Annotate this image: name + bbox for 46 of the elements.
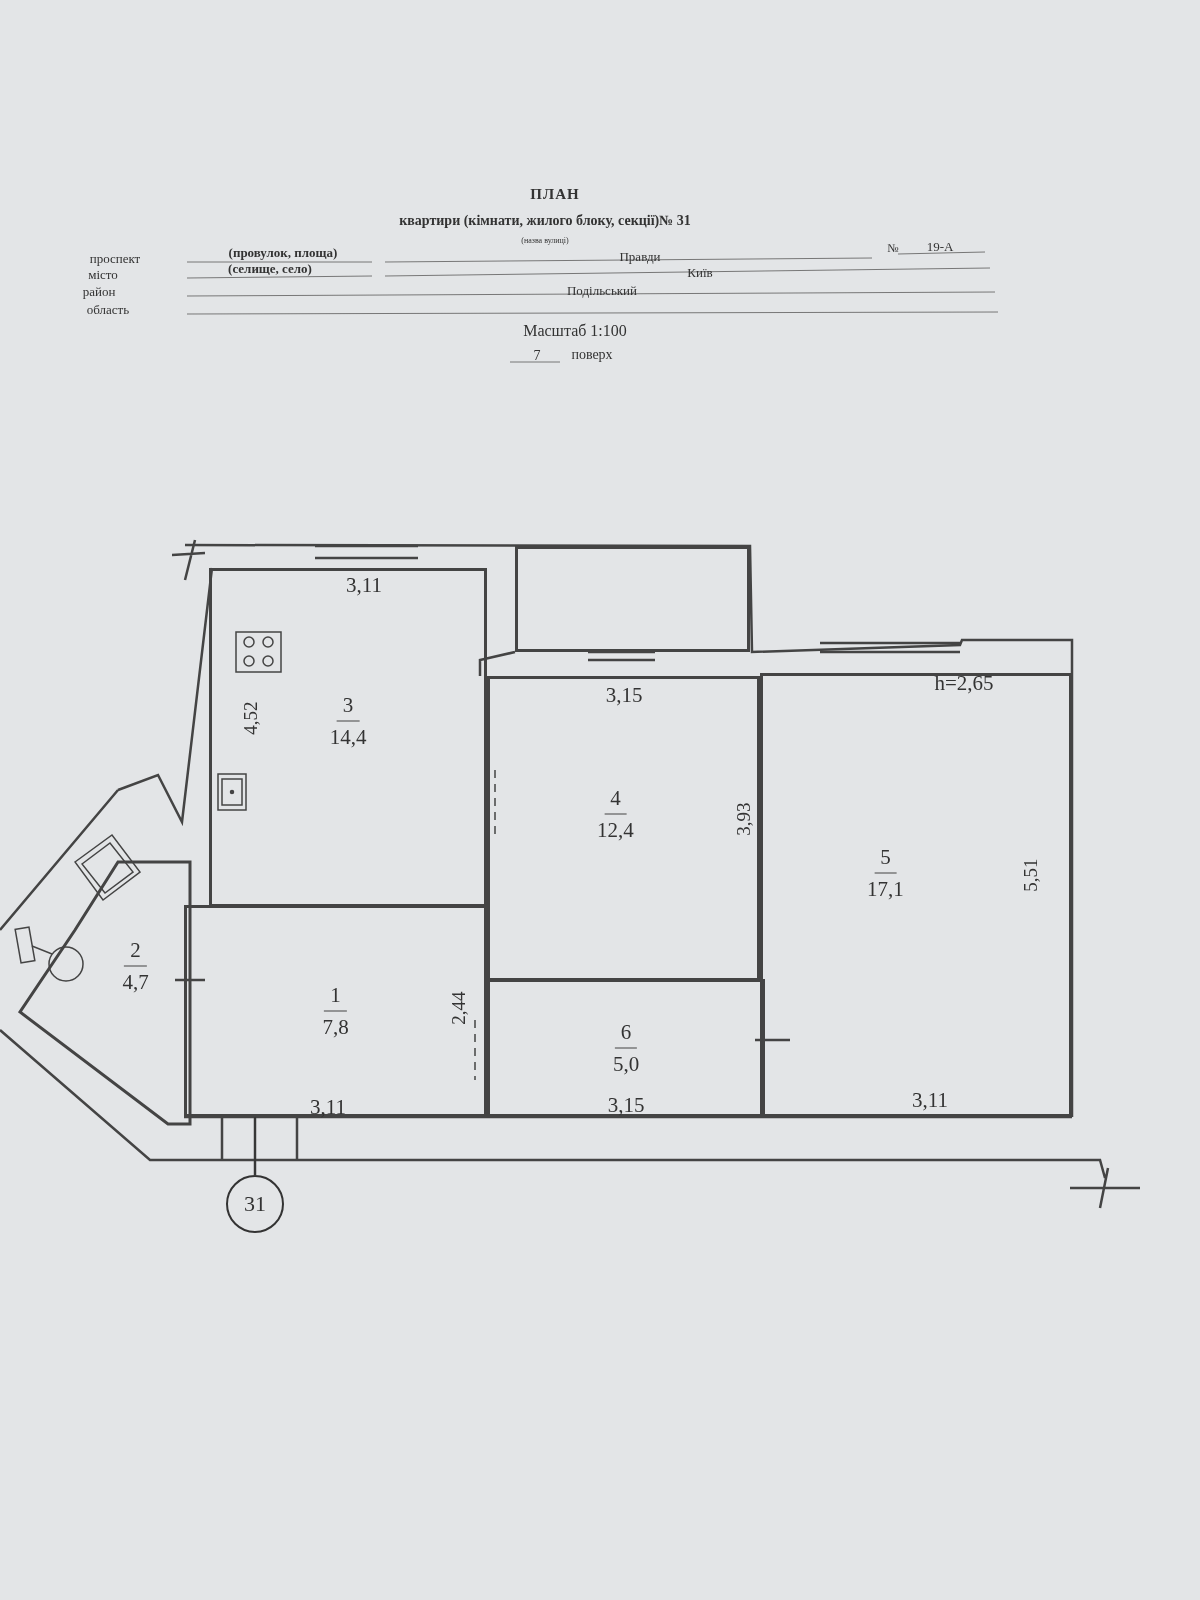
leader-line bbox=[254, 1116, 256, 1176]
room-number: 6 bbox=[614, 1019, 638, 1049]
room-area: 17,1 bbox=[867, 873, 904, 902]
dimension-label: 5,51 bbox=[1020, 858, 1040, 892]
room-area: 12,4 bbox=[597, 814, 634, 843]
dimension-label: 2,44 bbox=[448, 991, 468, 1025]
room-area: 5,0 bbox=[612, 1048, 640, 1077]
form-text: поверх bbox=[571, 348, 613, 362]
dimension-label: 3,11 bbox=[310, 1096, 346, 1118]
room-outline bbox=[760, 673, 1072, 1117]
form-text: Правди bbox=[619, 249, 661, 263]
room-number: 1 bbox=[324, 982, 347, 1012]
room-outline bbox=[184, 905, 487, 1117]
form-text: Київ bbox=[687, 265, 713, 279]
dimension-label: 3,11 bbox=[912, 1089, 948, 1111]
dimension-label: 3,15 bbox=[605, 684, 643, 706]
dimension-label: 3,93 bbox=[733, 802, 753, 836]
form-text: (провулок, площа) bbox=[228, 245, 338, 259]
apartment-number: 31 bbox=[244, 1191, 266, 1217]
document-title: ПЛАН bbox=[529, 186, 581, 203]
form-text: (назва вулиці) bbox=[521, 237, 569, 245]
room-number: 4 bbox=[604, 785, 627, 815]
room-outline bbox=[487, 676, 760, 981]
apartment-number-circle bbox=[226, 1175, 284, 1233]
form-text: Подільський bbox=[566, 283, 638, 297]
form-text: проспект bbox=[89, 251, 141, 265]
dimension-label: h=2,65 bbox=[934, 672, 994, 694]
form-text: 7 bbox=[533, 349, 541, 363]
room-outline bbox=[209, 568, 487, 907]
form-text: № bbox=[887, 242, 899, 254]
balcony-outline bbox=[515, 546, 750, 652]
form-text: область bbox=[86, 302, 130, 316]
form-text: район bbox=[82, 284, 116, 298]
room-area: 7,8 bbox=[322, 1011, 349, 1040]
room-outline bbox=[487, 979, 765, 1117]
room-area: 14,4 bbox=[329, 721, 367, 750]
form-text: 19-А bbox=[926, 239, 954, 253]
dimension-label: 3,15 bbox=[607, 1094, 645, 1116]
dimension-label: 4,52 bbox=[240, 701, 260, 735]
form-text: (селище, село) bbox=[228, 261, 312, 275]
dimension-label: 3,11 bbox=[346, 574, 382, 596]
form-text: квартири (кімнати, жилого блоку, секції)№ 31 bbox=[399, 214, 691, 228]
room-number: 3 bbox=[336, 692, 360, 722]
room-number: 5 bbox=[874, 844, 897, 874]
form-text: Масштаб 1:100 bbox=[523, 323, 627, 339]
form-text: місто bbox=[88, 267, 118, 281]
